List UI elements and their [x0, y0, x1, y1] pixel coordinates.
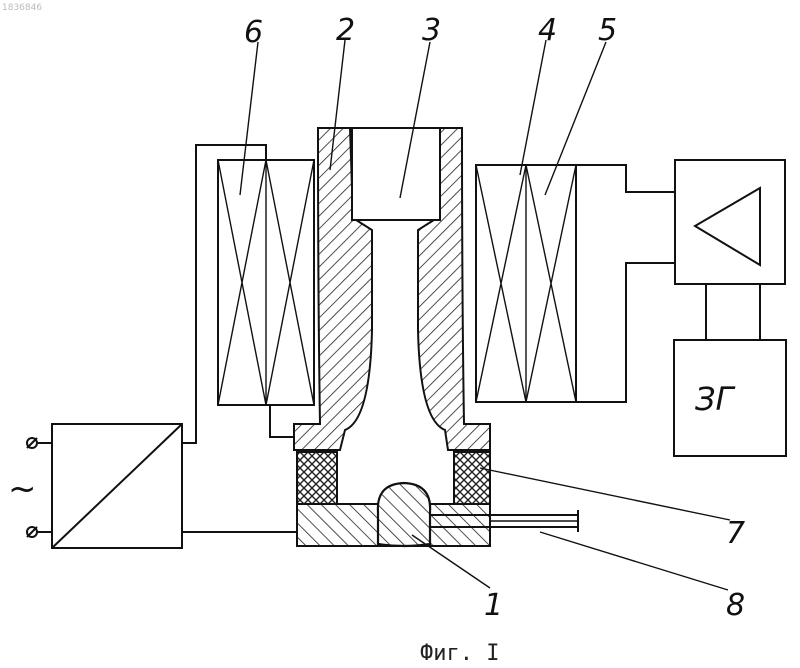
generator-label: ЗГ: [695, 380, 736, 418]
sample-1: [378, 483, 430, 546]
corner-mark: 1836846: [2, 3, 42, 13]
label-8: 8: [726, 588, 745, 623]
label-5: 5: [598, 13, 617, 48]
label-1: 1: [484, 588, 503, 623]
coil-6: [218, 160, 314, 405]
label-7: 7: [726, 516, 745, 551]
ac-symbol: ~: [8, 469, 37, 509]
power-converter: [52, 424, 182, 548]
label-2: 2: [336, 13, 355, 48]
part-3: [352, 128, 440, 220]
figure-caption: Фиг. I: [420, 641, 499, 666]
amplifier: [675, 160, 785, 284]
seal-7-left: [297, 452, 337, 504]
coil-4-5: [476, 165, 576, 402]
label-3: 3: [422, 13, 441, 48]
label-4: 4: [538, 13, 557, 48]
seal-7-right: [454, 452, 490, 504]
label-6: 6: [244, 15, 263, 50]
